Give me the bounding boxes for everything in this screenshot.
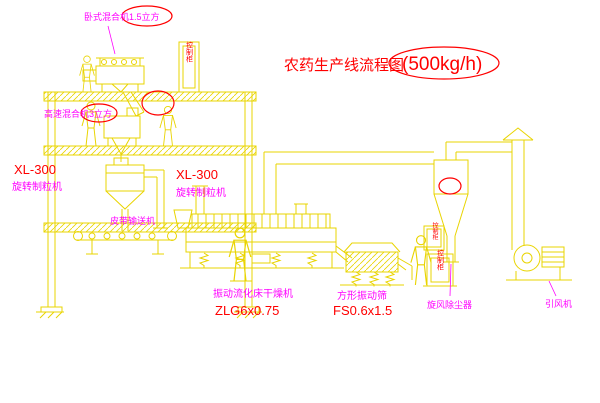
operator-figure — [228, 227, 252, 282]
granulator-machine — [105, 157, 168, 231]
control-cabinet-a-label: 控制柜 — [431, 221, 438, 241]
label-fan-name: 引风机 — [545, 298, 572, 309]
vibrating-screen-machine — [340, 242, 413, 287]
label-granulator-model-left: XL-300 — [14, 162, 56, 177]
operator-figures — [79, 55, 432, 286]
exhaust-duct — [263, 151, 434, 214]
label-granulator-model-right: XL-300 — [176, 167, 218, 182]
label-belt-conveyor: 皮带输送机 — [110, 215, 155, 226]
diagram-title: 农药生产线流程图 — [284, 57, 404, 74]
label-dryer-name: 振动流化床干燥机 — [213, 287, 293, 300]
belt-conveyor-machine — [73, 231, 177, 255]
control-cabinet-b-label: 控制柜 — [437, 249, 445, 272]
annotation-circle-capacity — [388, 46, 500, 80]
horizontal-mixer-machine — [82, 57, 145, 117]
label-granulator-name-right: 旋转制粒机 — [176, 186, 226, 199]
control-cabinet-b: 控制柜 — [423, 249, 457, 287]
fluid-bed-dryer-machine — [173, 185, 353, 269]
control-cabinet-top: 控制柜 — [178, 41, 200, 93]
label-leader-lines — [107, 25, 557, 297]
exhaust-stack — [502, 127, 534, 250]
red-annotation-circles — [80, 5, 500, 195]
annotation-circle-hsm-volume — [80, 103, 118, 123]
building-frame — [36, 91, 262, 319]
label-screen-model: FS0.6x1.5 — [333, 303, 392, 318]
cyclone-separator-machine — [433, 141, 512, 263]
label-horizontal-mixer: 卧式混合机1.5立方 — [84, 11, 160, 22]
diagram-title-capacity: (500kg/h) — [402, 54, 482, 75]
label-screen-name: 方形振动筛 — [337, 289, 387, 302]
annotation-circle-mixer-volume — [121, 5, 173, 27]
annotation-circle-discharge — [141, 90, 175, 116]
operator-figure — [79, 55, 95, 93]
label-cyclone-name: 旋风除尘器 — [427, 299, 472, 310]
induced-draft-fan-machine — [506, 244, 572, 281]
label-high-speed-mixer: 高速混合机3立方 — [44, 108, 112, 119]
label-granulator-name-left: 旋转制粒机 — [12, 180, 62, 193]
control-cabinet-top-label: 控制柜 — [186, 41, 194, 64]
control-cabinet-a: 控制柜 — [423, 221, 445, 251]
label-dryer-model: ZLG6x0.75 — [215, 303, 279, 318]
operator-figure — [410, 235, 432, 286]
annotation-circle-cyclone — [438, 177, 462, 195]
